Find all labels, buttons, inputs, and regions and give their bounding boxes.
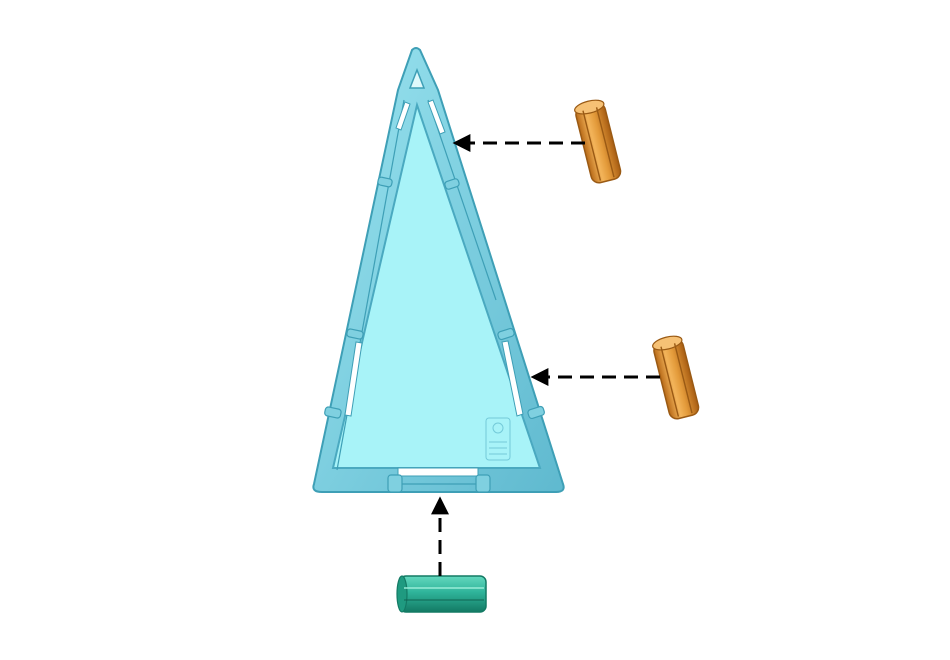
triangle-panel	[313, 48, 563, 492]
upper-clip	[573, 98, 622, 185]
bottom-slot	[398, 468, 478, 476]
bottom-connector	[397, 576, 486, 612]
